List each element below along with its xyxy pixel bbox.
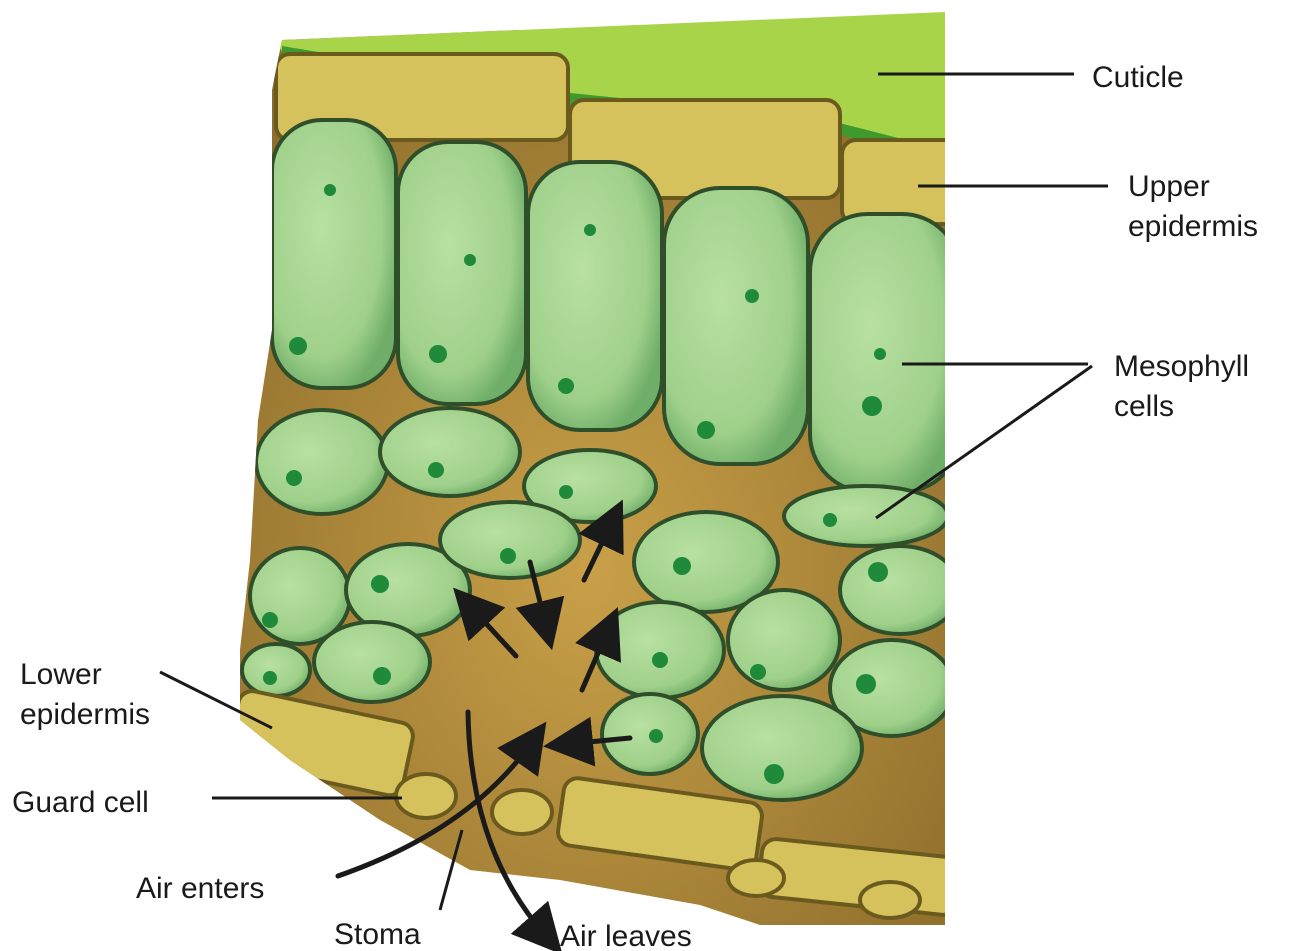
cuticle-label: Cuticle — [1092, 61, 1184, 94]
spongy-cell — [380, 408, 520, 496]
mesophyll-cells-label: Mesophyll — [1114, 350, 1249, 383]
spongy-cell — [702, 696, 862, 800]
spongy-cell — [596, 602, 724, 698]
guard-cell — [492, 790, 552, 834]
stoma-label: Stoma — [334, 918, 421, 951]
spongy-cell — [440, 502, 580, 578]
spongy-cell — [242, 644, 310, 696]
guard-cell — [396, 774, 456, 818]
epidermis-cell — [842, 140, 962, 224]
spongy-cell — [784, 486, 948, 546]
mesophyll-cells-label: cells — [1114, 390, 1174, 423]
air-leaves-label: Air leaves — [560, 920, 692, 951]
leaf-block — [226, 10, 962, 930]
palisade-cell — [664, 188, 808, 464]
guard-cell — [728, 860, 784, 896]
palisade-cell — [528, 162, 662, 430]
spongy-cell — [840, 546, 960, 634]
spongy-cell — [728, 590, 840, 690]
lower-epidermis-label: epidermis — [20, 698, 150, 731]
spongy-cell — [256, 410, 388, 514]
guard-cell — [860, 882, 920, 918]
spongy-cell — [314, 622, 430, 702]
palisade-cell — [398, 142, 526, 404]
upper-epidermis-label: Upper — [1128, 170, 1210, 203]
guard-cell-label: Guard cell — [12, 786, 149, 819]
air-enters-label: Air enters — [136, 872, 264, 905]
upper-epidermis-label: epidermis — [1128, 210, 1258, 243]
lower-epidermis-label: Lower — [20, 658, 102, 691]
